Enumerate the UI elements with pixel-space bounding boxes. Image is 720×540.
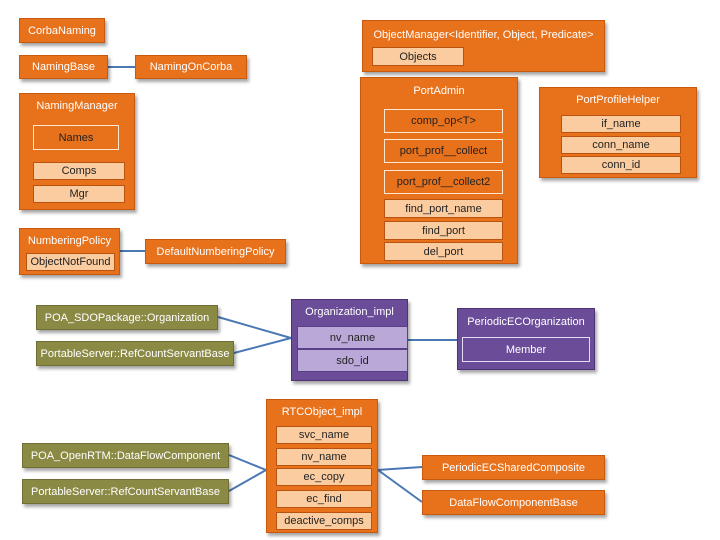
port-profile-helper-title: PortProfileHelper: [576, 94, 660, 106]
rtc-object-impl-member-deactive-comps: deactive_comps: [276, 512, 372, 530]
rtc-object-impl-class: RTCObject_impl svc_name nv_name ec_copy …: [266, 399, 378, 533]
port-admin-member-find-port-name: find_port_name: [384, 199, 503, 218]
connector-poa-openrtm-rtcobject: [228, 454, 267, 471]
portable-server-refcount-class-2: PortableServer::RefCountServantBase: [22, 479, 229, 504]
poa-sdo-organization-class: POA_SDOPackage::Organization: [36, 305, 218, 330]
connector-poa-sdo-organization: [217, 316, 292, 339]
periodic-ec-organization-title: PeriodicECOrganization: [467, 316, 585, 328]
port-profile-helper-class: PortProfileHelper if_name conn_name conn…: [539, 87, 697, 178]
connector-rtcobject-dataflowbase: [377, 469, 423, 503]
poa-openrtm-dataflow-class: POA_OpenRTM::DataFlowComponent: [22, 443, 229, 468]
dataflow-component-base-class: DataFlowComponentBase: [422, 490, 605, 515]
port-admin-member-del-port: del_port: [384, 242, 503, 261]
organization-impl-member-sdo-id: sdo_id: [297, 349, 408, 372]
rtc-object-impl-title: RTCObject_impl: [281, 406, 363, 418]
organization-impl-member-nv-name: nv_name: [297, 326, 408, 349]
naming-manager-class: NamingManager Names Comps Mgr: [19, 93, 135, 210]
port-admin-member-find-port: find_port: [384, 221, 503, 240]
naming-base-class: NamingBase: [19, 55, 108, 79]
object-manager-class: ObjectManager<Identifier, Object, Predic…: [362, 20, 605, 72]
connector-rtcobject-sharedcomposite: [377, 466, 423, 471]
numbering-policy-member-objectnotfound: ObjectNotFound: [26, 253, 115, 271]
naming-manager-member-mgr: Mgr: [33, 185, 125, 203]
periodic-ec-shared-composite-class: PeriodicECSharedComposite: [422, 455, 605, 480]
port-profile-helper-member-if-name: if_name: [561, 115, 681, 133]
port-admin-member-port-prof-collect2: port_prof__collect2: [384, 170, 503, 194]
port-profile-helper-member-conn-name: conn_name: [561, 136, 681, 154]
port-admin-member-comp-op: comp_op<T>: [384, 109, 503, 133]
portable-server-refcount-class-1: PortableServer::RefCountServantBase: [36, 341, 234, 366]
naming-manager-member-names: Names: [33, 125, 119, 150]
naming-manager-title: NamingManager: [36, 100, 118, 112]
naming-on-corba-class: NamingOnCorba: [135, 55, 247, 79]
port-admin-class: PortAdmin comp_op<T> port_prof__collect …: [360, 77, 518, 264]
organization-impl-class: Organization_impl nv_name sdo_id: [291, 299, 408, 381]
object-manager-member-objects: Objects: [372, 47, 464, 66]
rtc-object-impl-member-ec-find: ec_find: [276, 490, 372, 508]
rtc-object-impl-member-svc-name: svc_name: [276, 426, 372, 444]
default-numbering-policy-class: DefaultNumberingPolicy: [145, 239, 286, 264]
corba-naming-class: CorbaNaming: [19, 18, 105, 43]
port-admin-member-port-prof-collect: port_prof__collect: [384, 139, 503, 163]
periodic-ec-organization-member-member: Member: [462, 337, 590, 362]
port-profile-helper-member-conn-id: conn_id: [561, 156, 681, 174]
port-admin-title: PortAdmin: [413, 85, 465, 97]
rtc-object-impl-member-ec-copy: ec_copy: [276, 468, 372, 486]
periodic-ec-organization-class: PeriodicECOrganization Member: [457, 308, 595, 370]
connector-refcount-organization: [233, 337, 292, 354]
naming-manager-member-comps: Comps: [33, 162, 125, 180]
numbering-policy-title: NumberingPolicy: [27, 235, 112, 247]
numbering-policy-class: NumberingPolicy ObjectNotFound: [19, 228, 120, 275]
object-manager-title: ObjectManager<Identifier, Object, Predic…: [373, 29, 594, 41]
rtc-object-impl-member-nv-name: nv_name: [276, 448, 372, 466]
organization-impl-title: Organization_impl: [305, 306, 394, 318]
connector-refcount-rtcobject: [228, 469, 267, 492]
